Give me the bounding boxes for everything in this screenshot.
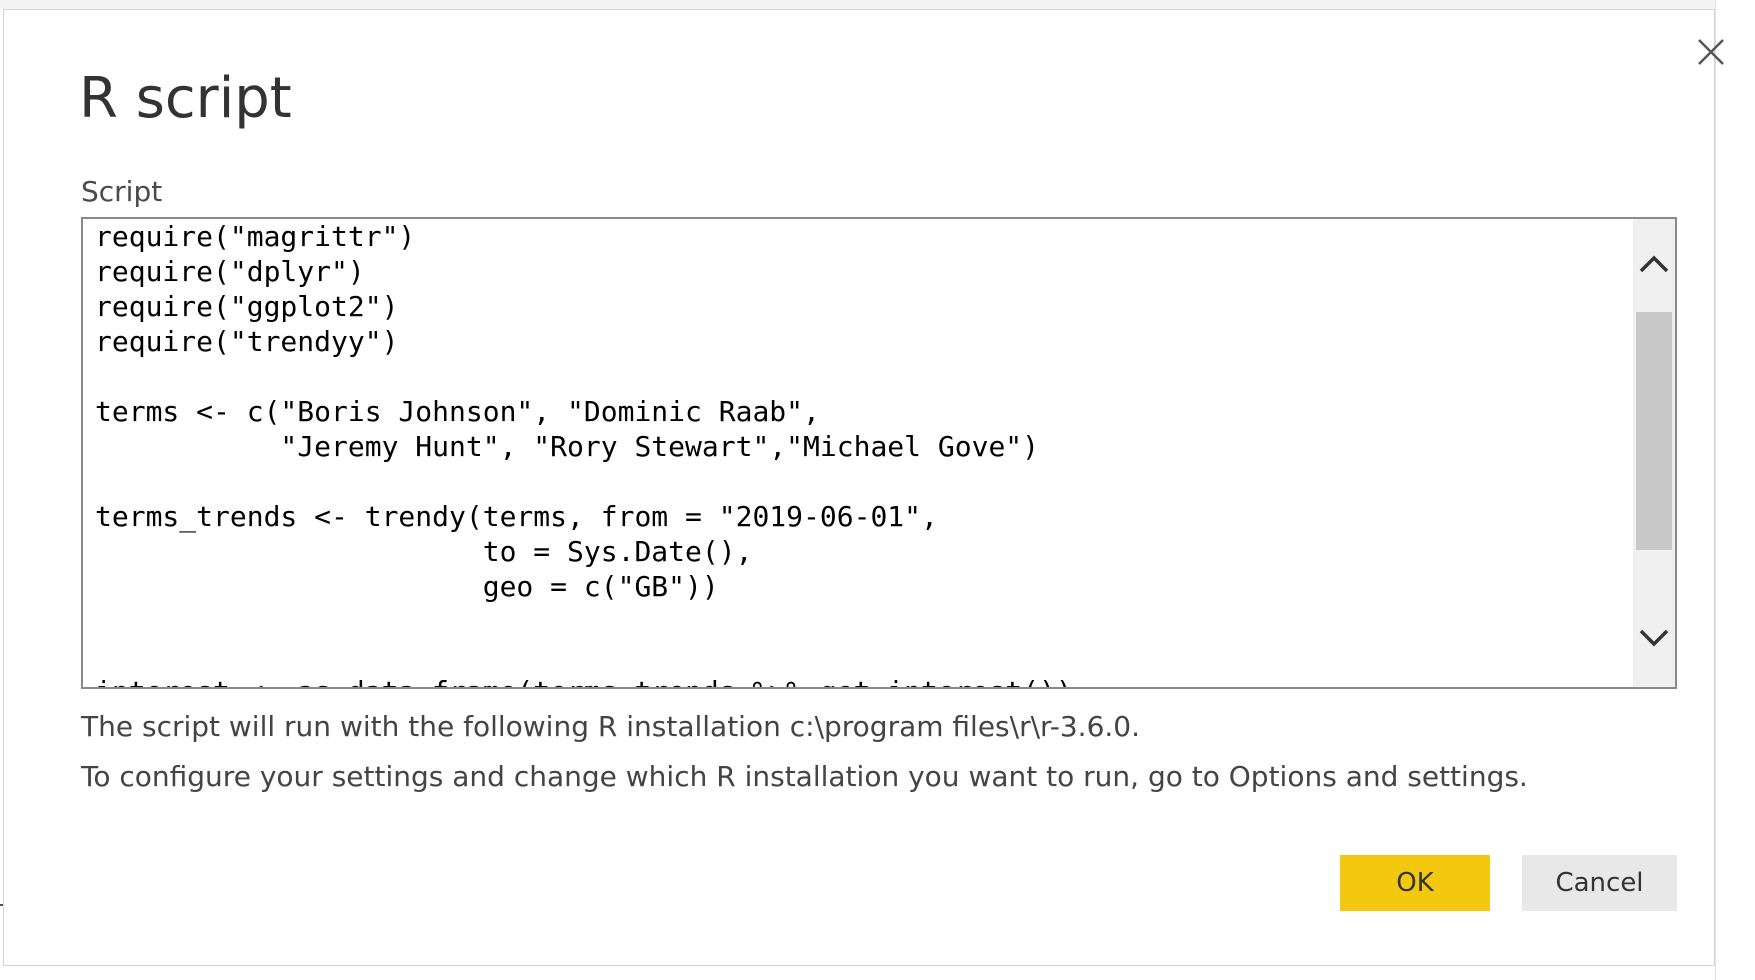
installation-info: The script will run with the following R…: [81, 710, 1140, 743]
script-label: Script: [81, 175, 163, 208]
code-line: [95, 359, 1635, 394]
dialog-title: R script: [79, 66, 292, 131]
scroll-thumb[interactable]: [1636, 312, 1672, 550]
configure-info: To configure your settings and change wh…: [81, 760, 1528, 793]
background-tick: [0, 904, 3, 906]
r-script-dialog: R script Script require("magrittr")requi…: [3, 9, 1724, 966]
code-line: [95, 604, 1635, 639]
ok-button[interactable]: OK: [1340, 855, 1490, 911]
background-top: [0, 0, 1755, 9]
script-textarea[interactable]: require("magrittr")require("dplyr")requi…: [95, 219, 1635, 687]
close-button[interactable]: [1691, 32, 1731, 72]
code-line: [95, 464, 1635, 499]
code-line: require("dplyr"): [95, 255, 365, 288]
code-line: interest <- as.data.frame(terms_trends %…: [95, 674, 1635, 687]
chevron-up-icon: [1639, 255, 1669, 273]
background-right: [1715, 0, 1755, 980]
script-editor[interactable]: require("magrittr")require("dplyr")requi…: [81, 217, 1677, 689]
chevron-down-icon: [1639, 629, 1669, 647]
code-line: require("ggplot2"): [95, 290, 399, 323]
close-icon: [1698, 39, 1724, 65]
editor-scrollbar[interactable]: [1633, 219, 1675, 687]
code-line: terms_trends <- trendy(terms, from = "20…: [95, 500, 938, 533]
code-line: terms <- c("Boris Johnson", "Dominic Raa…: [95, 395, 820, 428]
code-line: [95, 639, 1635, 674]
code-line: geo = c("GB")): [95, 570, 719, 603]
code-line: require("trendyy"): [95, 325, 399, 358]
scroll-down-button[interactable]: [1633, 621, 1675, 657]
code-line: "Jeremy Hunt", "Rory Stewart","Michael G…: [95, 430, 1040, 463]
code-line: to = Sys.Date(),: [95, 535, 753, 568]
code-line: require("magrittr"): [95, 220, 416, 253]
scroll-up-button[interactable]: [1633, 245, 1675, 281]
cancel-button[interactable]: Cancel: [1522, 855, 1677, 911]
